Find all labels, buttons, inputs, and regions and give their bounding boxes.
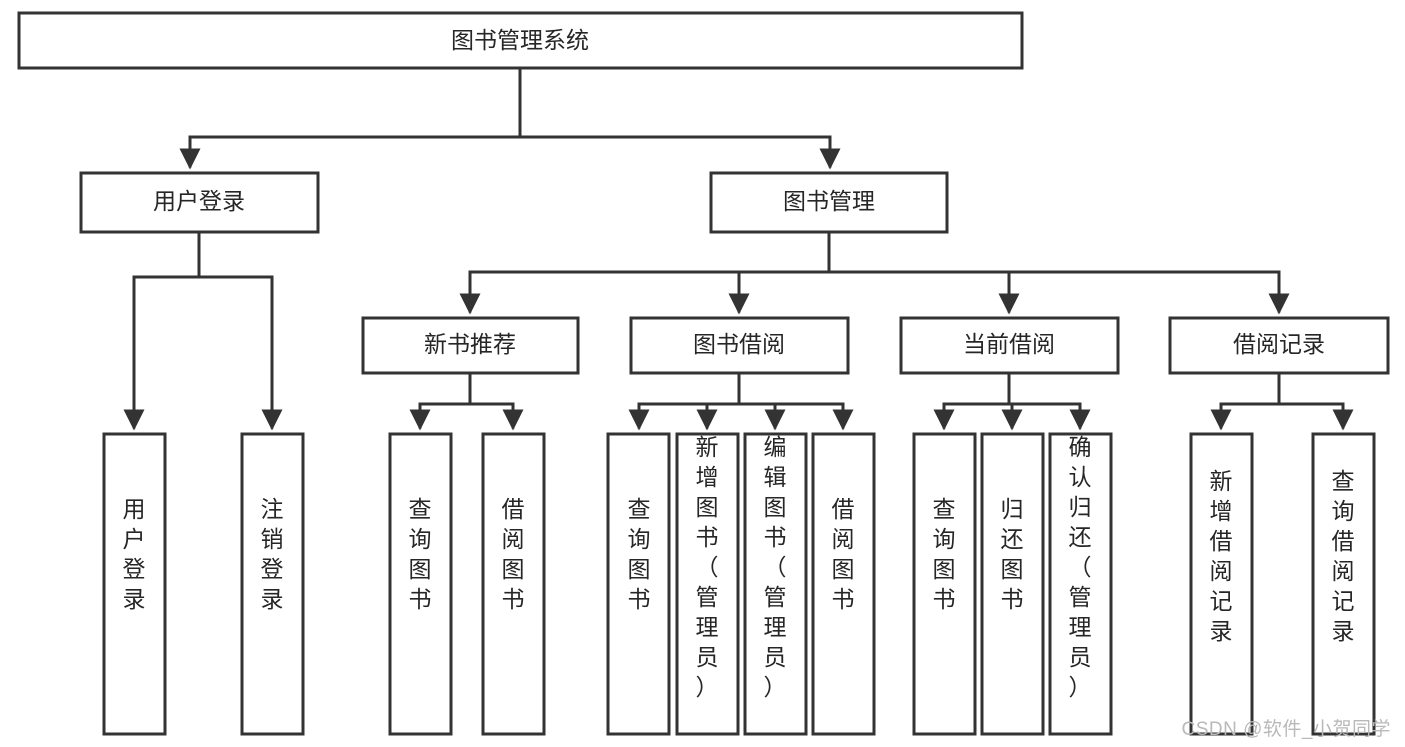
node-leaf-query-book-3-label: 查询图书 (933, 496, 956, 612)
node-leaf-borrow-book-1-label: 借阅图书 (502, 496, 525, 612)
node-user-login-box[interactable] (79, 171, 320, 234)
node-leaf-borrow-book-1-box[interactable] (481, 432, 546, 736)
node-book-borrow[interactable]: 图书借阅 (629, 316, 850, 375)
node-user-login[interactable]: 用户登录 (79, 171, 320, 234)
node-leaf-return-book-label: 归还图书 (1001, 496, 1024, 612)
node-borrow-record-box[interactable] (1168, 316, 1390, 375)
node-leaf-query-book-2[interactable]: 查询图书 (606, 432, 671, 736)
node-borrow-record[interactable]: 借阅记录 (1168, 316, 1390, 375)
node-leaf-add-book-box[interactable] (675, 432, 740, 736)
node-leaf-add-record[interactable]: 新增借阅记录 (1189, 432, 1254, 736)
node-current-borrow-label: 当前借阅 (963, 331, 1055, 357)
node-book-manage-label: 图书管理 (783, 188, 875, 214)
node-leaf-edit-book-label: 编辑图书（管理员） (764, 434, 787, 700)
node-leaf-query-record-box[interactable] (1311, 432, 1376, 736)
node-new-book-recommend-label: 新书推荐 (424, 331, 516, 357)
node-leaf-borrow-book-1[interactable]: 借阅图书 (481, 432, 546, 736)
node-leaf-return-book[interactable]: 归还图书 (980, 432, 1045, 736)
node-leaf-query-book-2-box[interactable] (606, 432, 671, 736)
node-leaf-user-logout-label: 注销登录 (261, 496, 284, 612)
node-leaf-user-login-label: 用户登录 (123, 496, 146, 612)
connector-group-user-login (123, 230, 283, 431)
connector-group-book-borrow (628, 371, 854, 431)
node-root[interactable]: 图书管理系统 (17, 11, 1024, 70)
connector-group-borrow-record (1210, 371, 1354, 431)
node-book-manage[interactable]: 图书管理 (709, 171, 949, 234)
node-leaf-query-book-1-label: 查询图书 (409, 496, 432, 612)
node-leaf-add-book[interactable]: 新增图书（管理员） (675, 432, 740, 736)
node-new-book-recommend-box[interactable] (361, 316, 580, 375)
connector-group-new-book-recommend (409, 371, 524, 431)
node-leaf-confirm-return-box[interactable] (1048, 432, 1113, 736)
connector-group-book-manage (459, 230, 1290, 315)
connector-group-current-borrow (933, 371, 1091, 431)
connector-group-root (179, 66, 841, 170)
node-new-book-recommend[interactable]: 新书推荐 (361, 316, 580, 375)
node-leaf-edit-book-box[interactable] (743, 432, 808, 736)
node-leaf-add-record-label: 新增借阅记录 (1210, 468, 1233, 644)
node-leaf-borrow-book-2[interactable]: 借阅图书 (811, 432, 876, 736)
node-user-login-label: 用户登录 (153, 188, 245, 214)
node-leaf-query-book-3[interactable]: 查询图书 (912, 432, 977, 736)
node-borrow-record-label: 借阅记录 (1233, 331, 1325, 357)
node-leaf-user-logout-box[interactable] (240, 432, 305, 736)
node-leaf-query-book-2-label: 查询图书 (628, 496, 651, 612)
node-leaf-add-book-label: 新增图书（管理员） (696, 434, 719, 700)
node-leaf-query-book-3-box[interactable] (912, 432, 977, 736)
node-book-manage-box[interactable] (709, 171, 949, 234)
node-leaf-user-login[interactable]: 用户登录 (102, 432, 167, 736)
node-leaf-borrow-book-2-box[interactable] (811, 432, 876, 736)
node-leaf-query-book-1-box[interactable] (388, 432, 453, 736)
node-leaf-query-record[interactable]: 查询借阅记录 (1311, 432, 1376, 736)
node-leaf-edit-book[interactable]: 编辑图书（管理员） (743, 432, 808, 736)
node-leaf-user-logout[interactable]: 注销登录 (240, 432, 305, 736)
node-leaf-confirm-return[interactable]: 确认归还（管理员） (1048, 432, 1113, 736)
node-current-borrow[interactable]: 当前借阅 (899, 316, 1120, 375)
node-leaf-query-book-1[interactable]: 查询图书 (388, 432, 453, 736)
node-root-label: 图书管理系统 (451, 27, 589, 53)
node-book-borrow-box[interactable] (629, 316, 850, 375)
node-leaf-user-login-box[interactable] (102, 432, 167, 736)
node-leaf-borrow-book-2-label: 借阅图书 (832, 496, 855, 612)
node-leaf-confirm-return-label: 确认归还（管理员） (1069, 434, 1092, 700)
node-leaf-return-book-box[interactable] (980, 432, 1045, 736)
node-leaf-add-record-box[interactable] (1189, 432, 1254, 736)
node-root-box[interactable] (17, 11, 1024, 70)
node-leaf-query-record-label: 查询借阅记录 (1332, 468, 1355, 644)
node-book-borrow-label: 图书借阅 (693, 331, 785, 357)
node-current-borrow-box[interactable] (899, 316, 1120, 375)
